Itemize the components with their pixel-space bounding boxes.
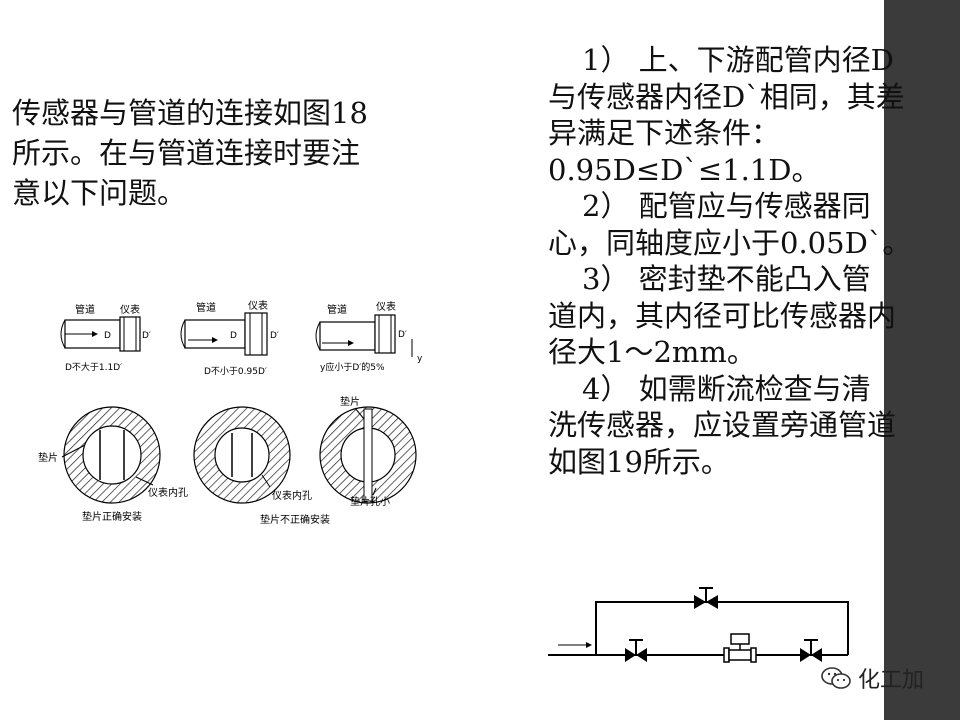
pipe-label: 管道 bbox=[196, 301, 216, 314]
d-label: D bbox=[104, 331, 111, 341]
item-3-line: 3） 密封垫不能凸入管 bbox=[582, 262, 871, 296]
bypass-valve-icon bbox=[694, 587, 718, 609]
gasket-hole-small-label: 垫片孔小 bbox=[350, 495, 390, 508]
item-4-line: 洗传感器，应设置旁通管道 bbox=[548, 408, 897, 442]
caption-3: y应小于D′的5% bbox=[320, 361, 385, 373]
right-side-bar bbox=[884, 0, 960, 720]
item-1-line: 1） 上、下游配管内径D bbox=[582, 43, 894, 77]
d-prime-label: D′ bbox=[270, 331, 279, 341]
pipe-meter-diagram-1: 管道 仪表 D D′ D不大于1.1D′ bbox=[60, 303, 151, 373]
item-3-line: 道内，其内径可比传感器内 bbox=[548, 298, 897, 333]
item-2-line: 心，同轴度应小于0.05D`。 bbox=[548, 225, 912, 260]
item-1-line: 0.95D≤D`≤1.1D。 bbox=[548, 152, 821, 187]
correct-install-caption: 垫片正确安装 bbox=[82, 510, 142, 523]
gasket-incorrect-ring-2 bbox=[319, 406, 417, 504]
left-line: 传感器与管道的连接如图18 bbox=[12, 96, 368, 130]
wechat-icon bbox=[821, 667, 851, 689]
right-paragraph: 1） 上、下游配管内径D 与传感器内径D`相同，其差 异满足下述条件： 0.95… bbox=[548, 42, 912, 480]
meter-label: 仪表 bbox=[248, 299, 268, 312]
gasket-label: 垫片 bbox=[340, 395, 360, 408]
gasket-correct-ring bbox=[61, 406, 161, 504]
meter-bore-label: 仪表内孔 bbox=[148, 486, 188, 499]
pipe-meter-diagram-2: 管道 仪表 D D′ D不小于0.95D′ bbox=[180, 299, 279, 377]
downstream-valve-icon bbox=[800, 639, 822, 662]
pipe-meter-diagram-3: 管道 仪表 D′ y y应小于D′的5% bbox=[315, 300, 423, 373]
caption-2: D不小于0.95D′ bbox=[204, 366, 267, 377]
d-prime-label: D′ bbox=[398, 330, 407, 340]
watermark: 化工加 bbox=[820, 663, 924, 693]
left-line: 意以下问题。 bbox=[12, 176, 187, 210]
left-paragraph: 传感器与管道的连接如图18 所示。在与管道连接时要注 意以下问题。 bbox=[12, 93, 402, 213]
gasket-incorrect-ring-1 bbox=[193, 406, 291, 504]
incorrect-install-caption: 垫片不正确安装 bbox=[260, 513, 330, 526]
item-4-line: 4） 如需断流检查与清 bbox=[582, 371, 871, 406]
meter-label: 仪表 bbox=[120, 303, 140, 316]
meter-label: 仪表 bbox=[376, 300, 396, 313]
meter-bore-label: 仪表内孔 bbox=[272, 489, 312, 502]
item-2-line: 2） 配管应与传感器同 bbox=[582, 189, 871, 223]
left-line: 所示。在与管道连接时要注 bbox=[12, 136, 361, 170]
item-1-line: 与传感器内径D`相同，其差 bbox=[548, 79, 905, 114]
item-1-line: 异满足下述条件： bbox=[548, 116, 781, 150]
upstream-valve-icon bbox=[625, 639, 647, 662]
pipe-label: 管道 bbox=[327, 303, 347, 316]
flowmeter-sensor-icon bbox=[723, 633, 757, 663]
gasket-label: 垫片 bbox=[38, 451, 58, 464]
pipe-label: 管道 bbox=[75, 303, 95, 316]
item-3-line: 径大1～2mm。 bbox=[548, 335, 756, 369]
d-label: D bbox=[230, 331, 237, 341]
watermark-text: 化工加 bbox=[858, 668, 925, 693]
d-prime-label: D′ bbox=[142, 331, 151, 341]
item-4-line: 如图19所示。 bbox=[548, 444, 730, 479]
caption-1: D不大于1.1D′ bbox=[65, 361, 122, 373]
figure-19-bypass-diagram bbox=[548, 587, 849, 663]
y-label: y bbox=[417, 354, 423, 364]
figure-18-connection-diagram: 管道 仪表 D D′ D不大于1.1D′ 管道 仪表 D D′ D不小于0.95… bbox=[38, 299, 423, 526]
